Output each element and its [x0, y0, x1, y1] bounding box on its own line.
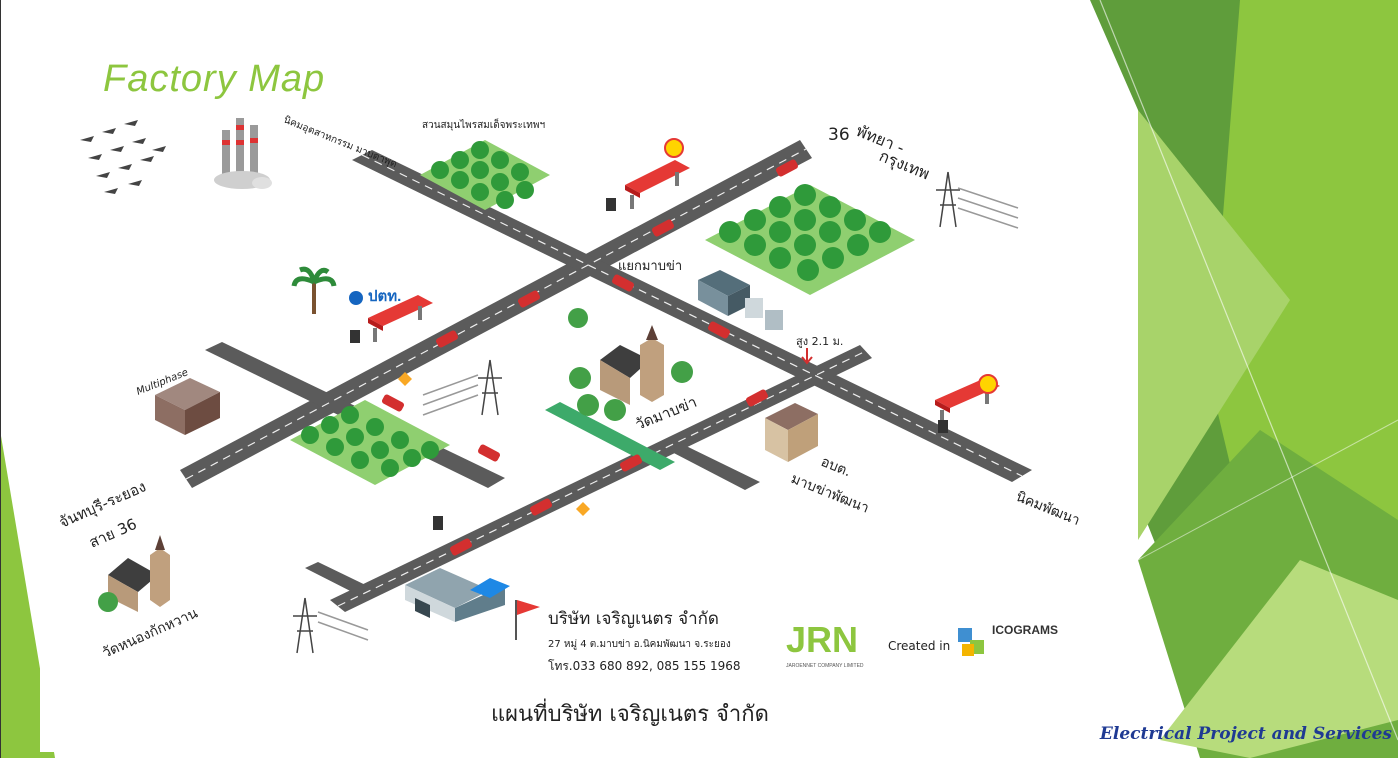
road-marking: [361, 154, 1023, 477]
church-icon: [600, 325, 664, 405]
company-address: 27 หมู่ 4 ต.มาบข่า อ.นิคมพัฒนา จ.ระยอง: [548, 639, 731, 650]
church-icon: [108, 535, 170, 612]
map-label: สูง 2.1 ม.: [796, 335, 843, 348]
shell-station-icon: [935, 374, 1000, 433]
company-name: บริษัท เจริญเนตร จำกัด: [548, 609, 719, 629]
building-icon: [155, 378, 220, 435]
road-marking: [185, 148, 807, 480]
map-label: แยกมาบข่า: [618, 259, 682, 274]
road-stub: [305, 562, 380, 600]
forest-icon: [420, 140, 550, 210]
page-title: Factory Map: [103, 58, 326, 100]
forest-icon: [705, 184, 915, 295]
deco-pale: [1160, 560, 1398, 758]
car-icon: [381, 159, 799, 556]
height-limit-arrow-icon: [801, 348, 813, 365]
airplane-icon: [80, 120, 166, 194]
building-icon: [765, 403, 818, 462]
ptt-station-icon: ปตท.: [349, 288, 433, 343]
road-stub-2: [668, 444, 760, 490]
deco-line: [1137, 419, 1398, 561]
building-icon: [698, 270, 783, 330]
flag-icon: [515, 600, 540, 640]
icograms-logo: ICOGRAMS: [958, 623, 1058, 656]
map-caption: แผนที่บริษัท เจริญเนตร จำกัด: [491, 702, 769, 727]
ptt-logo: ปตท.: [368, 288, 401, 305]
map-label: สวนสมุนไพรสมเด็จพระเทพฯ: [422, 117, 545, 131]
deco-line: [1099, 0, 1398, 741]
power-pylon-icon: [422, 359, 502, 416]
forest-icon: [290, 400, 450, 485]
power-pylon-icon: [936, 171, 1019, 229]
jrn-logo-subtext: JAROENNET COMPANY LIMITED: [786, 663, 864, 669]
green-strip: [545, 402, 675, 470]
jrn-logo-text: JRN: [786, 619, 858, 660]
deco-lime: [1138, 110, 1290, 540]
power-pylon-icon: [293, 597, 369, 654]
company-phone: โทร.033 680 892, 085 155 1968: [548, 659, 741, 673]
fuel-icon: [433, 516, 443, 530]
footer-tagline: Electrical Project and Services: [1099, 724, 1392, 744]
factory-building-icon: [405, 568, 510, 622]
warning-sign-icon: [398, 372, 590, 516]
map-label: 36: [828, 125, 850, 145]
tree-icon: [98, 308, 693, 612]
created-in-label: Created in: [888, 639, 950, 653]
icograms-logo-text: ICOGRAMS: [992, 623, 1058, 637]
refinery-icon: [214, 118, 272, 189]
jrn-logo: JRN JAROENNET COMPANY LIMITED: [786, 619, 864, 669]
palm-tree-icon: [291, 266, 337, 314]
shell-station-icon: [606, 138, 690, 211]
